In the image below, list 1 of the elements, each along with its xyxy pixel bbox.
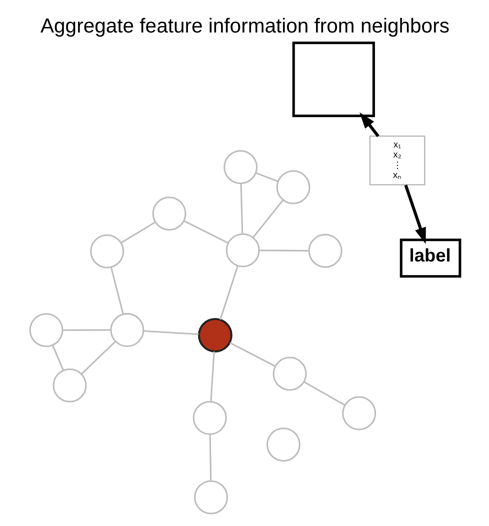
diagram-title: Aggregate feature information from neighbors bbox=[40, 16, 449, 38]
